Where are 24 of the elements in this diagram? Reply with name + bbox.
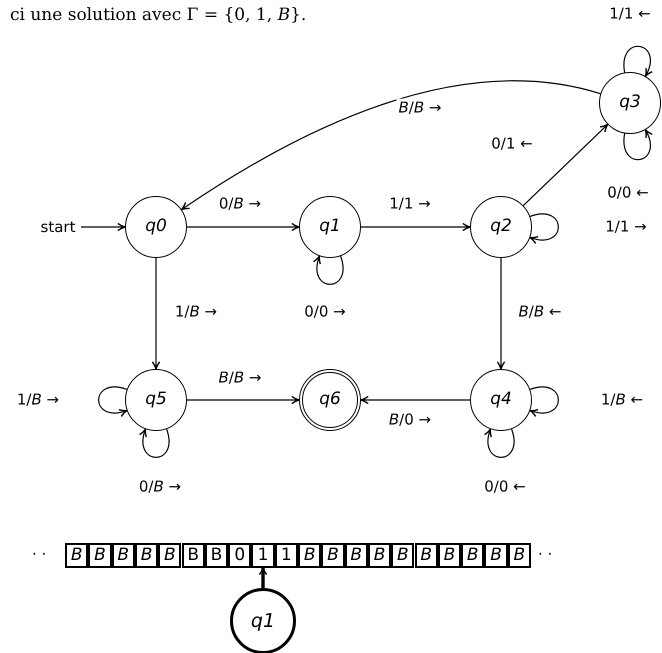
tape-cell: B [204,542,228,568]
ellipsis-dots: · · [538,544,552,565]
tape-cell: B [182,542,205,568]
tape-cell: B [484,542,508,568]
tape-cell: B [321,542,345,568]
tape-cell: B [134,542,158,568]
tape-cell: B [508,542,531,568]
tape-cell: B [88,542,112,568]
caption-text: ci une solution avec Γ = {0, 1, B}. [10,4,306,27]
tape-cell: B [368,542,392,568]
tape-cell: B [112,542,135,568]
tape-cell: B [438,542,462,568]
ellipsis-dots: · · [32,544,46,565]
tape-cell: B [461,542,484,568]
tape-cell: B [158,542,182,568]
tape-cell: B [414,542,438,568]
tape-cell: B [298,542,322,568]
tape-cell: B [391,542,414,568]
tape-cell: B [344,542,368,568]
text-label: start [35,216,81,238]
tape-cell: 1 [251,542,275,568]
tape-cell: 0 [228,542,252,568]
tape-cell: B [65,542,88,568]
tape-cell: 1 [274,542,298,568]
